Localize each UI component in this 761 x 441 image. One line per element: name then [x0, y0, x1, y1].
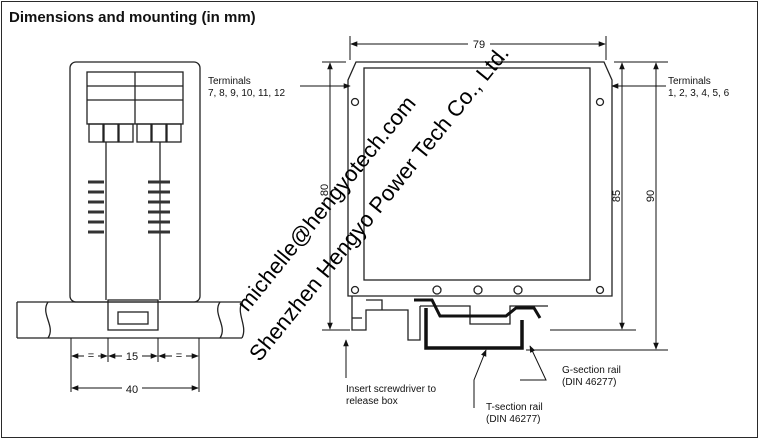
rail-clip: [107, 299, 159, 331]
terminal-slot: [136, 123, 152, 143]
screwdriver-label-line1: Insert screwdriver to: [346, 384, 436, 395]
dim-80-label: 80: [319, 184, 331, 196]
eq-right-label: =: [176, 350, 182, 362]
mount-hole: [595, 97, 605, 107]
t-rail-label-line1: T-section rail: [486, 402, 543, 413]
eq-left-label: =: [88, 350, 94, 362]
side-dimensions: [322, 36, 668, 351]
screwdriver-label-line2: release box: [346, 396, 398, 407]
terminal-slot: [88, 123, 104, 143]
side-housing: [347, 61, 613, 297]
callout-leaders: [343, 339, 547, 408]
dim-90-label: 90: [645, 190, 657, 202]
terminal-slot: [151, 123, 167, 143]
screw-circle: [473, 285, 483, 295]
mount-hole: [595, 285, 605, 295]
t-rail-label-line2: (DIN 46277): [486, 414, 540, 425]
terminals-left-numbers: 7, 8, 9, 10, 11, 12: [208, 88, 286, 99]
screw-circle: [432, 285, 442, 295]
dim-15-label: 15: [126, 351, 138, 363]
terminals-right-title: Terminals: [668, 76, 711, 87]
terminal-slot: [103, 123, 119, 143]
terminals-left-title: Terminals: [208, 76, 251, 87]
label-area: [363, 67, 591, 281]
terminals-right-numbers: 1, 2, 3, 4, 5, 6: [668, 88, 730, 99]
dim-40-label: 40: [126, 384, 138, 396]
vent-slots: [88, 180, 170, 234]
dim-85-label: 85: [611, 190, 623, 202]
side-view: [347, 61, 613, 341]
terminal-slot: [166, 123, 182, 143]
g-rail-label-line2: (DIN 46277): [562, 377, 616, 388]
g-section-rail: [414, 298, 542, 319]
dim-79-label: 79: [473, 39, 485, 51]
mount-hole: [350, 285, 360, 295]
t-section-rail: [424, 308, 524, 350]
mount-hole: [350, 97, 360, 107]
drawing-title: Dimensions and mounting (in mm): [9, 9, 256, 26]
terminal-slot: [118, 123, 134, 143]
front-view: [16, 61, 245, 339]
screw-circle: [513, 285, 523, 295]
g-rail-label-line1: G-section rail: [562, 365, 621, 376]
